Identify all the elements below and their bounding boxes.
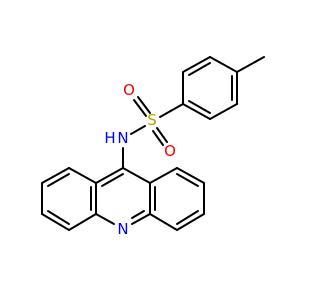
acridine-left-ring (41, 167, 97, 231)
molecule-structure: S O O N H N (41, 56, 265, 238)
sulfur-atom-label: S (147, 111, 157, 129)
oxygen-top-atom-label: O (123, 81, 135, 99)
sulfur-oxygen-bottom-bond-2 (152, 130, 164, 146)
amide-nitrogen-atom-label: N (117, 129, 128, 147)
amide-hydrogen-atom-label: H (104, 129, 115, 147)
molecule-canvas: S O O N H N (41, 56, 265, 238)
ring-sulfur-bond (159, 103, 184, 118)
methyl-bond (236, 56, 265, 73)
sulfur-oxygen-top-bond-2 (133, 99, 147, 117)
sulfur-oxygen-top-bond-1 (137, 96, 151, 114)
ring-nitrogen-atom-label: N (117, 220, 128, 238)
acridine-right-ring (149, 167, 205, 231)
toluene-ring (182, 56, 238, 120)
acridine-central-ring (95, 167, 151, 225)
sulfur-nitrogen-bond (130, 125, 146, 135)
sulfur-oxygen-bottom-bond-1 (156, 127, 168, 143)
oxygen-bottom-atom-label: O (164, 142, 176, 160)
